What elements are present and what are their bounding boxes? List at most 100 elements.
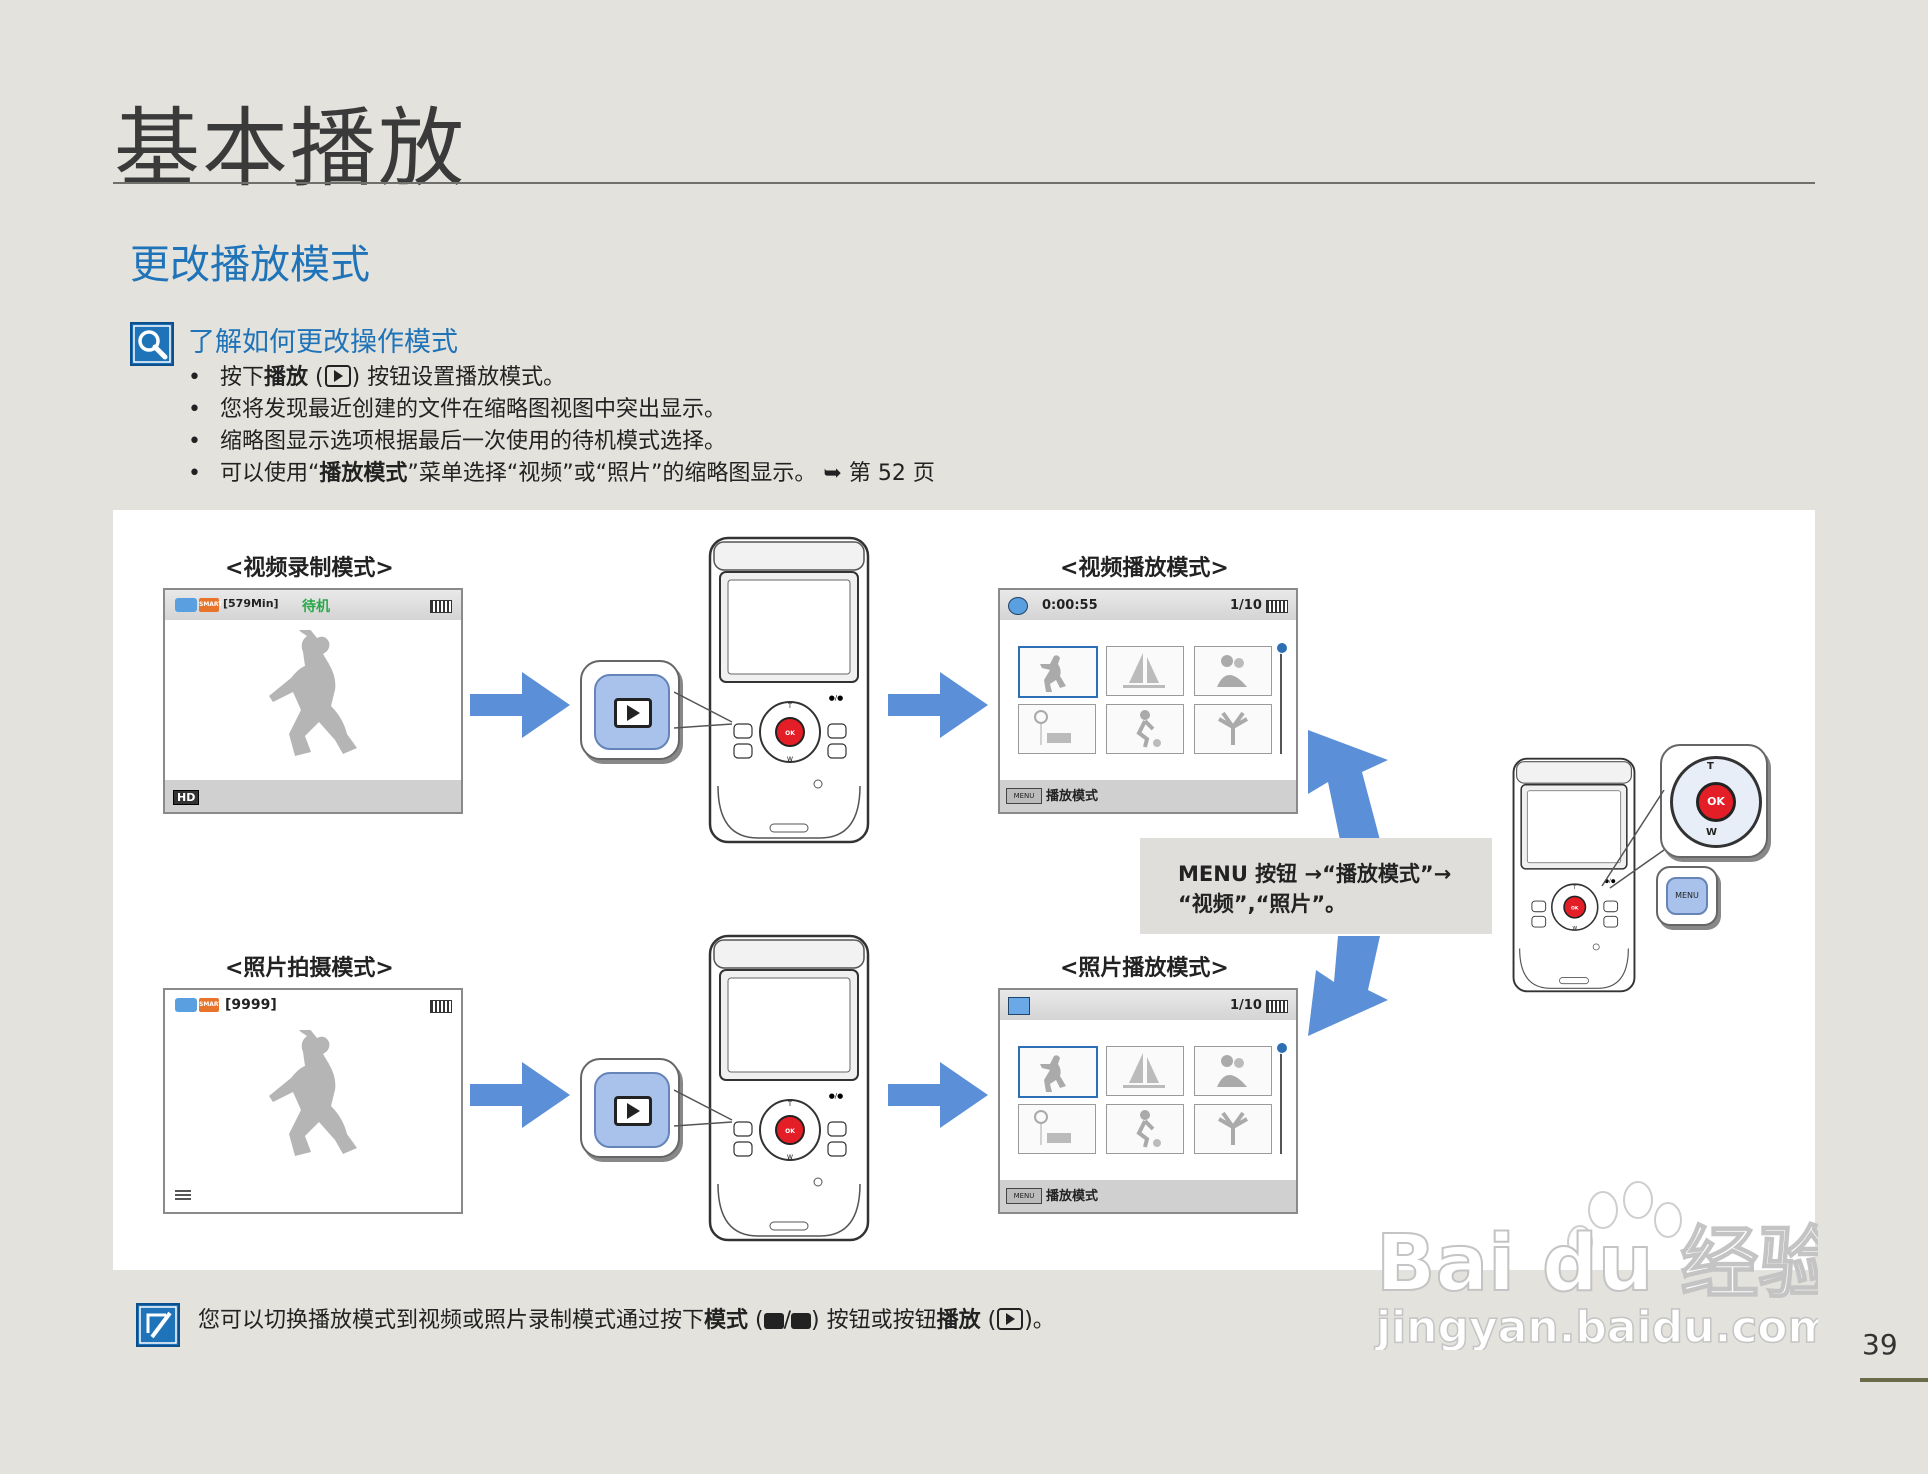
thumbnail-image-icon xyxy=(1123,1053,1165,1088)
play-button[interactable] xyxy=(594,1072,670,1148)
standby-status: 待机 xyxy=(302,599,330,615)
battery-icon xyxy=(1266,600,1288,613)
menu-instruction-line: MENU 按钮 →“播放模式”→ xyxy=(1178,862,1452,886)
thumbnail-image-icon xyxy=(1217,655,1247,687)
thumbnail-image-icon xyxy=(1218,711,1248,745)
thumbnail-image-icon xyxy=(1034,710,1071,745)
watermark-brand: Bai du 经验 xyxy=(1376,1219,1818,1309)
thumbnail[interactable] xyxy=(1018,1104,1096,1154)
thumbnail[interactable] xyxy=(1106,646,1184,696)
video-record-screen: SMART [579Min] 待机 HD xyxy=(163,588,463,814)
zoom-tele-label: T xyxy=(1707,761,1714,772)
play-icon xyxy=(614,698,652,728)
callout-leader xyxy=(674,691,733,729)
note-text: 您可以切换播放模式到视频或照片录制模式通过按下模式 (/) 按钮或按钮播放 ()… xyxy=(198,1308,1055,1333)
magnifier-icon xyxy=(130,322,174,366)
smart-auto-icon: SMART xyxy=(199,598,222,612)
menu-chip[interactable]: MENU xyxy=(1006,788,1042,804)
menu-instruction-line: “视频”,“照片”。 xyxy=(1178,892,1347,916)
status-bar xyxy=(1000,590,1296,620)
play-button-icon xyxy=(997,1308,1024,1330)
photo-capture-mode-label: <照片拍摄模式> xyxy=(225,956,394,981)
photo-capture-screen: SMART [9999] xyxy=(163,988,463,1214)
photo-count: [9999] xyxy=(225,997,277,1013)
right-arrow-icon xyxy=(470,672,570,738)
svg-text:●/●: ●/● xyxy=(829,694,844,702)
photo-playback-icon xyxy=(1008,997,1030,1015)
play-button[interactable] xyxy=(594,674,670,750)
page-title: 基本播放 xyxy=(114,99,466,199)
camcorder-body-icon: OK T W ●/● xyxy=(1512,757,1636,993)
thumbnail[interactable] xyxy=(1018,1046,1098,1098)
playback-mode-label: 播放模式 xyxy=(1046,789,1099,804)
smart-auto-icon: SMART xyxy=(199,998,222,1012)
svg-text:T: T xyxy=(787,1101,792,1108)
bottom-bar xyxy=(1000,1180,1296,1212)
video-playback-screen: 0:00:55 1/10 MENU 播放模式 xyxy=(998,588,1298,814)
scrollbar[interactable] xyxy=(1280,1046,1282,1154)
thumbnail-image-icon xyxy=(1218,1111,1248,1145)
remaining-time: [579Min] xyxy=(223,597,279,610)
svg-text:T: T xyxy=(1572,885,1576,891)
scrollbar-handle[interactable] xyxy=(1276,1042,1288,1054)
list-item: 可以使用“播放模式”菜单选择“视频”或“照片”的缩略图显示。 ➥ 第 52 页 xyxy=(188,458,935,490)
camcorder-body-icon: OK T W ●/● xyxy=(708,536,870,844)
bullet-list: 按下播放 () 按钮设置播放模式。 您将发现最近创建的文件在缩略图视图中突出显示… xyxy=(188,362,935,490)
control-dial[interactable]: OK T W xyxy=(1670,756,1762,848)
svg-text:T: T xyxy=(787,703,792,710)
menu-chip[interactable]: MENU xyxy=(1006,1188,1042,1204)
page-number: 39 xyxy=(1862,1328,1898,1361)
svg-text:W: W xyxy=(787,756,793,763)
photo-mode-icon xyxy=(175,998,197,1012)
right-arrow-icon xyxy=(888,672,988,738)
page-reference[interactable]: ➥ 第 52 页 xyxy=(823,461,935,486)
thumbnail[interactable] xyxy=(1018,646,1098,698)
photo-camera-icon xyxy=(791,1313,812,1329)
thumbnail-image-icon xyxy=(1040,1055,1066,1092)
menu-button-callout: MENU xyxy=(1656,866,1718,926)
thumbnail[interactable] xyxy=(1106,1046,1184,1096)
playback-time: 0:00:55 xyxy=(1042,598,1098,613)
menu-button[interactable]: MENU xyxy=(1666,877,1708,915)
ok-button[interactable]: OK xyxy=(1696,782,1736,822)
right-arrow-icon xyxy=(888,1062,988,1128)
svg-text:OK: OK xyxy=(785,1128,795,1135)
thumbnail[interactable] xyxy=(1106,1104,1184,1154)
thumbnail[interactable] xyxy=(1018,704,1096,754)
info-title: 了解如何更改操作模式 xyxy=(188,327,458,358)
thumbnail[interactable] xyxy=(1194,646,1272,696)
svg-text:W: W xyxy=(1572,925,1577,931)
video-record-mode-label: <视频录制模式> xyxy=(225,556,394,581)
list-item: 按下播放 () 按钮设置播放模式。 xyxy=(188,362,935,394)
video-playback-mode-label: <视频播放模式> xyxy=(1060,556,1229,581)
svg-text:●/●: ●/● xyxy=(1604,879,1615,885)
file-counter: 1/10 xyxy=(1230,998,1262,1013)
callout-leader xyxy=(1601,790,1665,889)
video-camera-icon xyxy=(763,1313,784,1329)
list-item: 您将发现最近创建的文件在缩略图视图中突出显示。 xyxy=(188,394,935,426)
camcorder-device: OK T W ●/● xyxy=(708,536,870,844)
list-item: 缩略图显示选项根据最后一次使用的待机模式选择。 xyxy=(188,426,935,458)
up-arrow-icon xyxy=(1308,730,1388,840)
bottom-bar xyxy=(165,780,461,812)
page-number-rule xyxy=(1860,1378,1928,1382)
play-button-callout xyxy=(580,1058,680,1158)
thumbnail[interactable] xyxy=(1194,704,1272,754)
scrollbar-handle[interactable] xyxy=(1276,642,1288,654)
status-bar xyxy=(1000,990,1296,1020)
svg-text:OK: OK xyxy=(1571,905,1579,911)
skater-silhouette-icon xyxy=(269,630,357,756)
menu-instruction-box xyxy=(1140,838,1492,934)
photo-size-icon xyxy=(175,1188,191,1200)
thumbnail[interactable] xyxy=(1194,1046,1272,1096)
camcorder-body-icon: OK T W ●/● xyxy=(708,934,870,1242)
scrollbar[interactable] xyxy=(1280,646,1282,754)
battery-icon xyxy=(430,1000,452,1013)
camcorder-device: OK T W ●/● xyxy=(1512,746,1636,1004)
skater-silhouette-icon xyxy=(269,1030,357,1156)
title-divider xyxy=(113,182,1815,184)
battery-icon xyxy=(1266,1000,1288,1013)
thumbnail-image-icon xyxy=(1217,1055,1247,1087)
thumbnail[interactable] xyxy=(1194,1104,1272,1154)
thumbnail[interactable] xyxy=(1106,704,1184,754)
